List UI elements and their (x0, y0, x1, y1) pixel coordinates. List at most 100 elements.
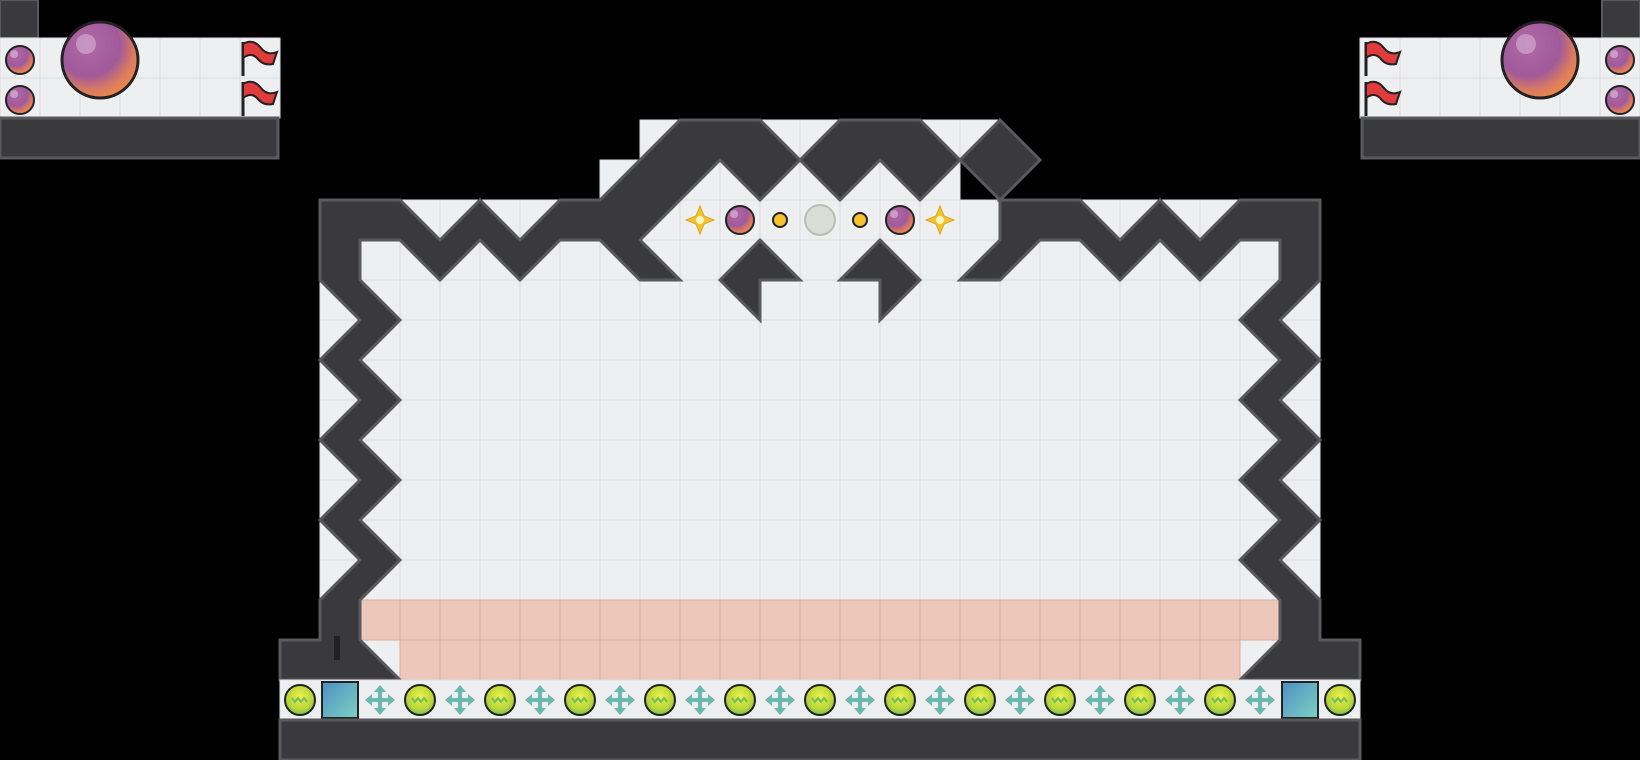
arrow-item[interactable] (365, 685, 395, 715)
floor-tile (959, 319, 1001, 361)
bumper-item[interactable] (284, 684, 316, 716)
left-ledge-post (334, 636, 340, 660)
bumper-item[interactable] (484, 684, 516, 716)
floor-tile (559, 359, 601, 401)
goal-tile (639, 639, 681, 681)
arrow-item[interactable] (605, 685, 635, 715)
floor-tile (1079, 559, 1121, 601)
left-panel-small-ball-2[interactable] (5, 85, 35, 115)
bumper-item[interactable] (644, 684, 676, 716)
arrow-item[interactable] (1005, 685, 1035, 715)
floor-tile (999, 279, 1041, 321)
floor-tile (679, 439, 721, 481)
floor-tile (1119, 479, 1161, 521)
floor-tile (1439, 37, 1481, 79)
goal-tile (1119, 599, 1161, 641)
floor-tile (479, 519, 521, 561)
right-panel-tiles (1359, 37, 1640, 119)
floor-tile (799, 279, 841, 321)
goal-tile (599, 639, 641, 681)
arrow-item[interactable] (1085, 685, 1115, 715)
left-panel-small-ball-1[interactable] (5, 45, 35, 75)
arrow-item[interactable] (445, 685, 475, 715)
floor-tile (799, 319, 841, 361)
goal-tile (999, 599, 1041, 641)
floor-tile (839, 439, 881, 481)
left-panel-flag-2[interactable] (241, 80, 279, 116)
floor-tile (439, 559, 481, 601)
floor-tile (959, 559, 1001, 601)
bumper-item[interactable] (1044, 684, 1076, 716)
arrow-item[interactable] (1165, 685, 1195, 715)
goal-tile (599, 599, 641, 641)
floor-tile (639, 399, 681, 441)
arrow-item[interactable] (1245, 685, 1275, 715)
arrow-item[interactable] (525, 685, 555, 715)
floor-tile (759, 479, 801, 521)
floor-tile (519, 279, 561, 321)
right-panel-small-ball-1[interactable] (1605, 45, 1635, 75)
floor-tile (519, 359, 561, 401)
goal-tile (719, 599, 761, 641)
goal-tile (719, 639, 761, 681)
floor-tile (919, 319, 961, 361)
bumper-item[interactable] (1124, 684, 1156, 716)
goal-tile (639, 599, 681, 641)
goal-tile (479, 599, 521, 641)
arrow-item[interactable] (845, 685, 875, 715)
floor-tile (479, 559, 521, 601)
floor-tile (1159, 359, 1201, 401)
left-panel-big-ball[interactable] (60, 20, 140, 100)
right-panel-flag-2[interactable] (1364, 80, 1402, 116)
right-panel-flag-1[interactable] (1364, 40, 1402, 76)
floor-tile (1119, 559, 1161, 601)
floor-tile (999, 519, 1041, 561)
teleporter-item[interactable] (321, 681, 359, 719)
goal-tile (439, 599, 481, 641)
bumper-item[interactable] (1324, 684, 1356, 716)
floor-tile (879, 319, 921, 361)
goal-tile (1239, 599, 1281, 641)
arrow-item[interactable] (925, 685, 955, 715)
floor-tile (599, 319, 641, 361)
bumper-item[interactable] (404, 684, 436, 716)
floor-tile (799, 519, 841, 561)
floor-tile (639, 559, 681, 601)
arrow-item[interactable] (765, 685, 795, 715)
arrow-item[interactable] (685, 685, 715, 715)
bumper-item[interactable] (884, 684, 916, 716)
start-ball-left[interactable] (725, 205, 755, 235)
floor-tile (719, 359, 761, 401)
right-panel-big-ball[interactable] (1500, 20, 1580, 100)
floor-tile (479, 439, 521, 481)
floor-tile (1079, 279, 1121, 321)
floor-tile (399, 279, 441, 321)
floor-tile (439, 519, 481, 561)
goal-tile (999, 639, 1041, 681)
left-panel-flag-1[interactable] (241, 40, 279, 76)
bumper-item[interactable] (964, 684, 996, 716)
right-panel-small-ball-2[interactable] (1605, 85, 1635, 115)
star-spawn-right[interactable] (924, 204, 956, 236)
start-ball-right[interactable] (885, 205, 915, 235)
floor-tile (1159, 479, 1201, 521)
floor-tile (999, 359, 1041, 401)
goal-tile (559, 639, 601, 681)
bumper-item[interactable] (724, 684, 756, 716)
floor-tile (839, 319, 881, 361)
floor-tile (799, 399, 841, 441)
bumper-item[interactable] (564, 684, 596, 716)
floor-tile (919, 359, 961, 401)
bumper-item[interactable] (1204, 684, 1236, 716)
goal-tile (1079, 639, 1121, 681)
teleporter-item[interactable] (1281, 681, 1319, 719)
floor-tile (1079, 479, 1121, 521)
star-spawn-left[interactable] (684, 204, 716, 236)
floor-tile (559, 479, 601, 521)
bumper-item[interactable] (804, 684, 836, 716)
floor-tile (879, 479, 921, 521)
floor-tile (959, 399, 1001, 441)
goal-tile (839, 639, 881, 681)
floor-tile (479, 479, 521, 521)
